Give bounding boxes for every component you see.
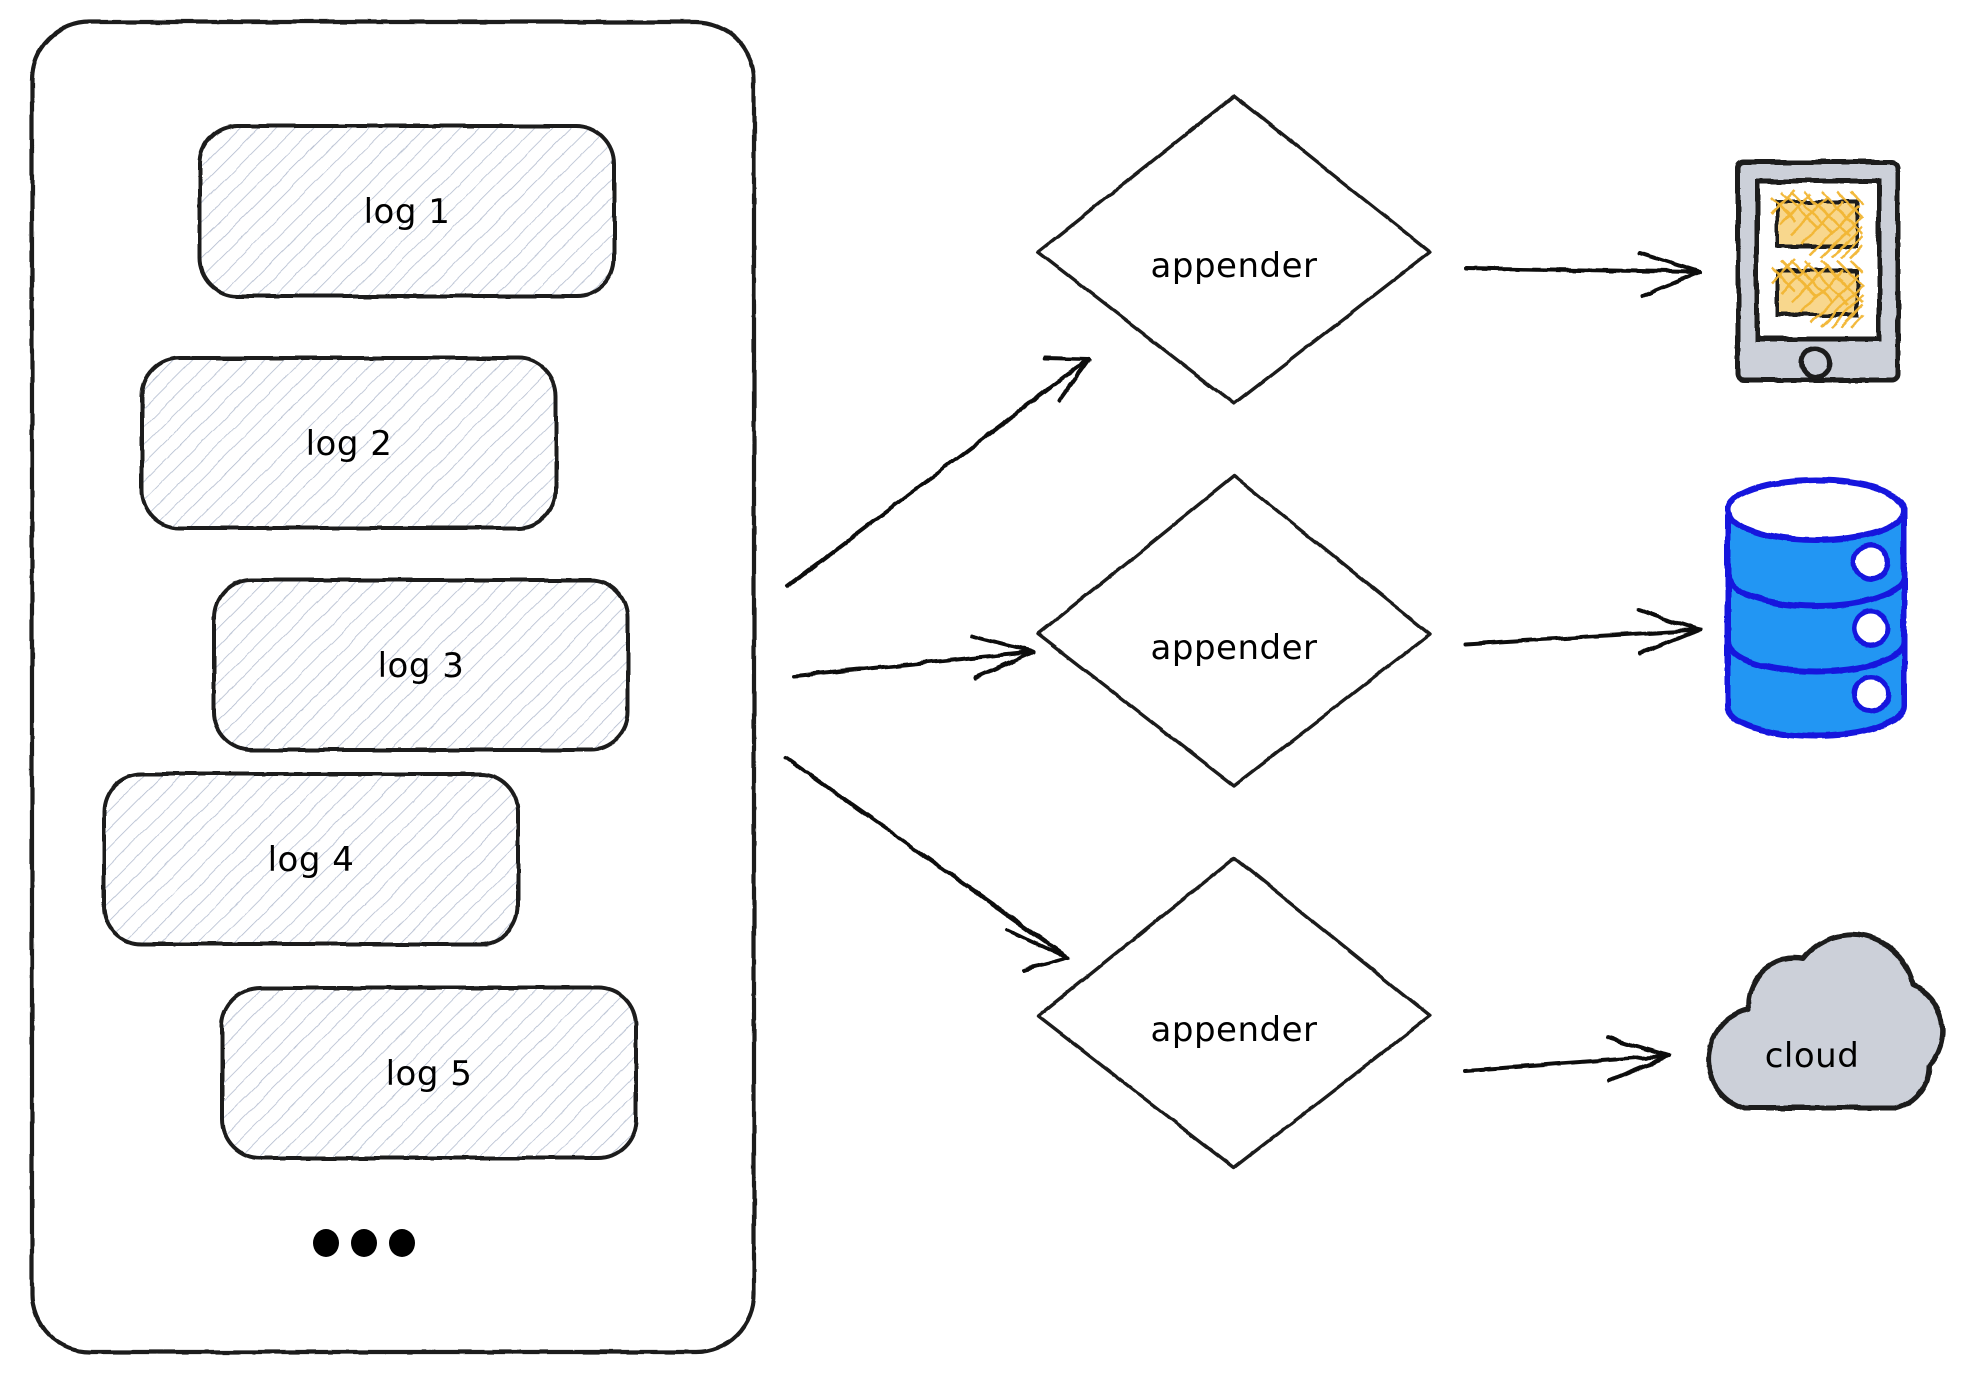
log-item-3[interactable] bbox=[212, 578, 630, 752]
appender-3[interactable] bbox=[1036, 856, 1432, 1170]
database-top bbox=[1725, 477, 1907, 543]
log-item-4[interactable] bbox=[102, 772, 520, 946]
ellipsis-dot-2 bbox=[351, 1229, 377, 1257]
arrow-appender-1-to-phone bbox=[1464, 251, 1701, 298]
phone-home-button bbox=[1799, 346, 1833, 380]
cloud-icon[interactable] bbox=[1706, 932, 1946, 1111]
arrow-logs-to-appender-3 bbox=[784, 756, 1070, 972]
mobile-phone-icon[interactable] bbox=[1735, 159, 1901, 383]
log-item-4-box bbox=[102, 772, 520, 946]
database-icon[interactable] bbox=[1725, 477, 1907, 739]
arrow-appender-3-to-cloud bbox=[1464, 1036, 1670, 1082]
appender-3-shape bbox=[1036, 856, 1432, 1170]
log-item-5-box bbox=[220, 986, 638, 1160]
arrow-appender-2-to-database bbox=[1464, 608, 1701, 656]
appender-1[interactable] bbox=[1036, 94, 1432, 406]
appender-2[interactable] bbox=[1036, 474, 1432, 788]
arrow-logs-to-appender-2 bbox=[793, 634, 1035, 680]
database-hole-1 bbox=[1851, 542, 1891, 582]
database-band-2 bbox=[1725, 641, 1907, 675]
appender-1-shape bbox=[1036, 94, 1432, 406]
log-item-5[interactable] bbox=[220, 986, 638, 1160]
cloud-shape bbox=[1706, 932, 1946, 1111]
ellipsis-dot-1 bbox=[313, 1229, 339, 1257]
log-item-2-box bbox=[140, 356, 558, 530]
log-item-2[interactable] bbox=[140, 356, 558, 530]
ellipsis-dots bbox=[313, 1229, 415, 1257]
log-item-1-box bbox=[198, 124, 616, 298]
database-band-1 bbox=[1725, 575, 1907, 609]
ellipsis-dot-3 bbox=[389, 1229, 415, 1257]
arrow-logs-to-appender-1 bbox=[786, 356, 1091, 588]
database-hole-3 bbox=[1851, 674, 1891, 714]
appender-2-shape bbox=[1036, 474, 1432, 788]
log-item-3-box bbox=[212, 578, 630, 752]
log-item-1[interactable] bbox=[198, 124, 616, 298]
database-hole-2 bbox=[1851, 608, 1891, 648]
phone-content-hatch bbox=[1770, 189, 1864, 328]
